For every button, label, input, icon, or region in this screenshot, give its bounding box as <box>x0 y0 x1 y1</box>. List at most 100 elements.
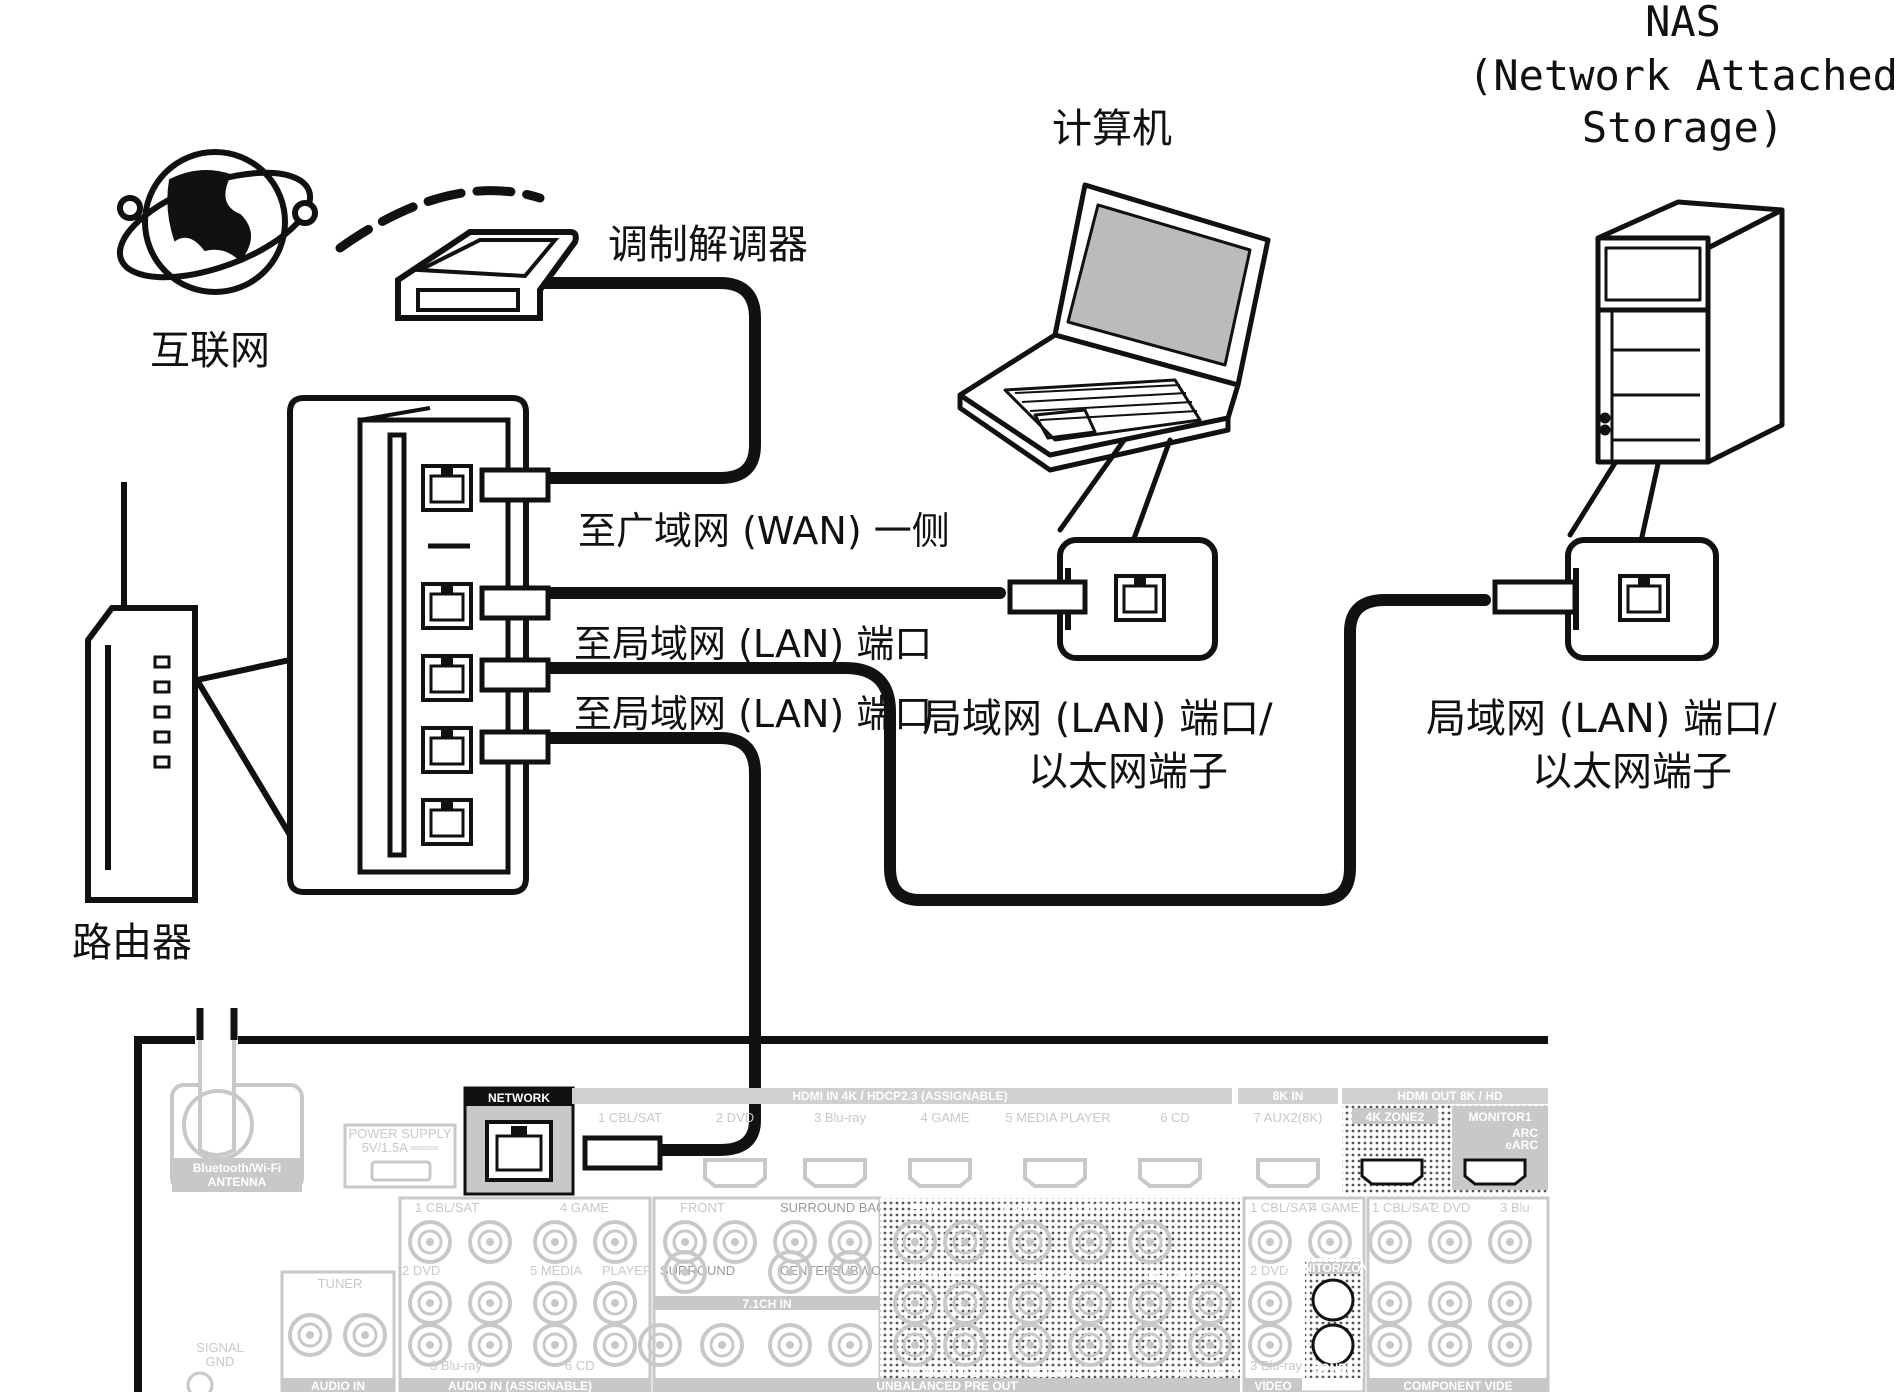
center-label: CENTER <box>780 1263 833 1278</box>
audio-label-5: 5 MEDIA <box>530 1263 582 1278</box>
audio-label-player: PLAYER <box>602 1263 652 1278</box>
nas-plug <box>1492 579 1578 615</box>
nas-lan-port-icon <box>1618 574 1670 622</box>
globe-icon <box>116 149 318 295</box>
preout-subwoofer-label: SUBWOOFER <box>1070 1201 1150 1215</box>
cable-lan-nas <box>542 594 1491 906</box>
preout-zone3-label: ZONE3 <box>790 1366 830 1380</box>
hdmi-input-5: 5 MEDIA PLAYER <box>1005 1110 1110 1125</box>
hdmi-out-label: HDMI OUT 8K / HD <box>1397 1089 1503 1103</box>
computer-port-label-1: 局域网 (LAN) 端口/ <box>922 696 1273 742</box>
preout-height2-label: HEIGHT2 <box>1028 1366 1080 1380</box>
video-label: VIDEO <box>1254 1379 1291 1392</box>
wan-side-label: 至广域网 (WAN) 一侧 <box>578 509 950 553</box>
audio-in-jacks <box>408 1220 637 1367</box>
antenna-label-1: Bluetooth/Wi-Fi <box>193 1161 282 1175</box>
computer-plug <box>1007 579 1088 615</box>
router-icon <box>85 482 198 903</box>
earc-label: eARC <box>1505 1138 1538 1152</box>
computer-port-label-2: 以太网端子 <box>1028 749 1228 795</box>
component-video-label: COMPONENT VIDE <box>1403 1379 1512 1392</box>
pre-out-labels: FRONT CENTER SUBWOOFER SURROUND HEIGHT1 … <box>668 1201 1259 1380</box>
hdmi-input-4: 4 GAME <box>920 1110 969 1125</box>
front-label: FRONT <box>680 1200 725 1215</box>
receiver-network-port-icon <box>485 1120 553 1182</box>
video-zone2-label: ZONE2 <box>1313 1361 1353 1375</box>
hdmi-input-3: 3 Blu-ray <box>814 1110 867 1125</box>
preout-front-label: FRONT <box>910 1201 952 1215</box>
hdmi-input-2: 2 DVD <box>716 1110 754 1125</box>
usb-port-icon <box>370 1160 432 1182</box>
hdmi-input-6: 6 CD <box>1160 1110 1190 1125</box>
audio-label-2: 2 DVD <box>402 1263 440 1278</box>
internet-label: 互联网 <box>150 328 270 374</box>
lan-port-label-1: 至局域网 (LAN) 端口 <box>574 622 932 666</box>
component-2-label: 2 DVD <box>1432 1200 1470 1215</box>
hdmi-8k-label: 8K IN <box>1273 1089 1304 1103</box>
71ch-jacks <box>663 1220 872 1294</box>
computer-lan-port-icon <box>1114 574 1166 622</box>
hdmi-input-7: 7 AUX2(8K) <box>1254 1110 1323 1125</box>
signal-gnd-label-2: GND <box>206 1354 235 1369</box>
nas-title-label: NAS <box>1645 0 1721 46</box>
router-lan3-port-icon <box>421 726 473 774</box>
antenna-label-2: ANTENNA <box>208 1175 267 1189</box>
router-lan2-port-icon <box>421 654 473 702</box>
preout-height3-label: HEIGHT3 <box>1148 1269 1200 1283</box>
cables <box>335 186 1663 1156</box>
ch71-label: 7.1CH IN <box>742 1297 791 1311</box>
router-plugs <box>479 467 551 765</box>
router-zoom-callout <box>192 395 529 895</box>
tuner-label: TUNER <box>318 1276 363 1291</box>
preout-surround-label: SURROUND <box>898 1269 968 1283</box>
power-rating-label: 5V/1.5A ═══ <box>362 1140 440 1155</box>
signal-gnd-label-1: SIGNAL <box>196 1340 244 1355</box>
surround-back-label: SURROUND BACK <box>780 1200 894 1215</box>
arc-label: ARC <box>1512 1126 1538 1140</box>
receiver-plug <box>582 1135 663 1171</box>
unbalanced-pre-out-label: UNBALANCED PRE OUT <box>876 1379 1018 1392</box>
nas-port-label-1: 局域网 (LAN) 端口/ <box>1426 696 1777 742</box>
zone2-hdmi-label: 4K ZONE2 <box>1366 1110 1425 1124</box>
router-lan4-port-icon <box>421 798 473 846</box>
preout-zone2-label: ZONE2 <box>668 1366 708 1380</box>
hdmi-input-labels: 1 CBL/SAT 2 DVD 3 Blu-ray 4 GAME 5 MEDIA… <box>598 1110 1322 1125</box>
router-lan1-port-icon <box>421 582 473 630</box>
audio-label-4: 4 GAME <box>560 1200 609 1215</box>
preout-height1-label: HEIGHT1 <box>1030 1269 1082 1283</box>
hdmi-in-label: HDMI IN 4K / HDCP2.3 (ASSIGNABLE) <box>792 1089 1007 1103</box>
receiver-rear-panel: Bluetooth/Wi-Fi ANTENNA POWER SUPPLY 5V/… <box>134 1008 1550 1396</box>
nas-icon <box>1595 199 1785 465</box>
cable-modem-wan <box>534 277 761 484</box>
router-wan-port-icon <box>421 464 473 512</box>
hdmi-ports <box>703 1158 1320 1188</box>
cable-lan-receiver <box>542 732 761 1156</box>
preout-height4-label: HEIGHT4/FRONT WIDE <box>1128 1366 1259 1380</box>
nas-port-label-2: 以太网端子 <box>1532 749 1732 795</box>
power-supply-label: POWER SUPPLY <box>348 1126 451 1141</box>
component-3-label: 3 Blu <box>1500 1200 1530 1215</box>
monitor1-label: MONITOR1 <box>1468 1110 1531 1124</box>
preout-surround-back-label: SURROUND BACK <box>900 1366 1008 1380</box>
video-in-1-label: 1 CBL/SAT <box>1250 1200 1314 1215</box>
laptop-icon <box>957 182 1271 473</box>
audio-label-1: 1 CBL/SAT <box>415 1200 479 1215</box>
computer-label: 计算机 <box>1052 106 1172 152</box>
audio-in-assign-label: AUDIO IN (ASSIGNABLE) <box>448 1379 592 1392</box>
video-in-4-label: 4 GAME <box>1310 1200 1359 1215</box>
modem-label: 调制解调器 <box>608 222 808 268</box>
monitor-zone2-label: MONITOR/ZONE2 <box>1284 1261 1384 1275</box>
preout-center-label: CENTER <box>995 1201 1045 1215</box>
modem-icon <box>395 229 579 321</box>
hdmi-input-1: 1 CBL/SAT <box>598 1110 662 1125</box>
nas-subtitle-2: Storage) <box>1582 103 1784 152</box>
audio-in-label: AUDIO IN <box>311 1379 365 1392</box>
nas-subtitle-1: (Network Attached <box>1468 51 1898 100</box>
network-port-label: NETWORK <box>488 1091 550 1105</box>
video-in-2-label: 2 DVD <box>1250 1263 1288 1278</box>
surround-label: SURROUND <box>660 1263 735 1278</box>
router-label: 路由器 <box>72 920 192 966</box>
component-1-label: 1 CBL/SAT <box>1372 1200 1436 1215</box>
